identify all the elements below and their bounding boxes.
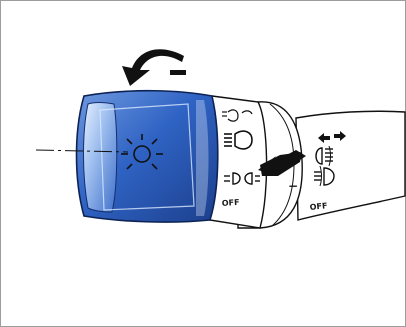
outer-off-label: OFF [309, 201, 328, 212]
minus-label: − [288, 179, 298, 193]
inner-off-label: OFF [222, 198, 240, 208]
rotate-left-arrow-icon [122, 49, 186, 86]
